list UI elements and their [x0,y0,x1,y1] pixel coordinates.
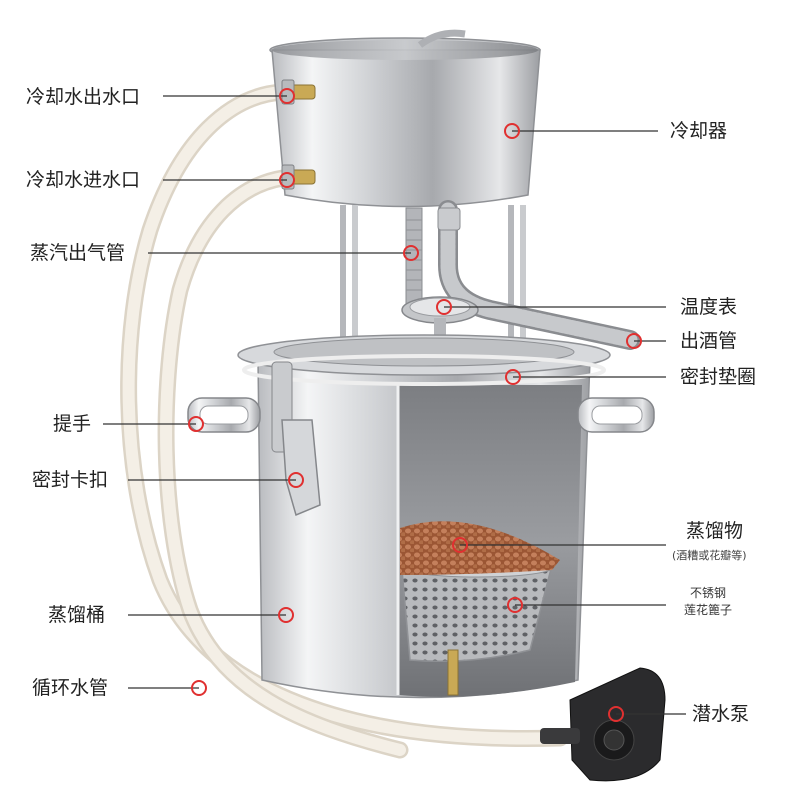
marker-steamer [507,597,523,613]
marker-handle [188,416,204,432]
liquor-outlet-pipe [437,200,640,350]
submersible-pump [540,667,666,782]
marker-cooling-water-outlet [279,88,295,104]
label-thermometer: 温度表 [680,296,738,318]
label-liquor-outlet-pipe: 出酒管 [680,330,738,352]
label-condenser: 冷却器 [670,120,728,142]
leader-lines [103,95,686,715]
distilling-bucket [187,334,655,699]
condenser-pot [269,29,541,208]
label-steamer-line2: 莲花篦子 [684,603,733,617]
label-steamer-line1: 不锈钢 [690,586,727,600]
marker-distillate [452,537,468,553]
label-distilling-bucket: 蒸馏桶 [48,604,106,626]
marker-steam-pipe [403,245,419,261]
label-submersible-pump: 潜水泵 [692,703,750,725]
label-steam-outlet-pipe: 蒸汽出气管 [30,242,126,264]
support-rods [340,205,526,355]
label-cooling-water-outlet: 冷却水出水口 [26,86,141,108]
label-distillate-note: (酒糟或花瓣等) [672,549,747,562]
marker-pump [608,706,624,722]
marker-outlet-pipe [626,333,642,349]
circulating-water-hoses [120,83,569,759]
label-handle: 提手 [53,413,92,435]
marker-cooling-water-inlet [279,172,295,188]
marker-bucket [278,607,294,623]
label-circulating-water-pipe: 循环水管 [32,677,109,699]
steam-pipe [405,207,423,309]
label-sealing-clasp: 密封卡扣 [32,469,109,491]
markers [188,88,642,722]
marker-condenser [504,123,520,139]
marker-thermometer [436,299,452,315]
label-cooling-water-inlet: 冷却水进水口 [26,169,141,191]
label-distillate: 蒸馏物 [686,520,744,542]
marker-gasket [505,369,521,385]
marker-water-pipe [191,680,207,696]
marker-sealing-clasp [288,472,304,488]
label-sealing-gasket: 密封垫圈 [680,366,757,388]
